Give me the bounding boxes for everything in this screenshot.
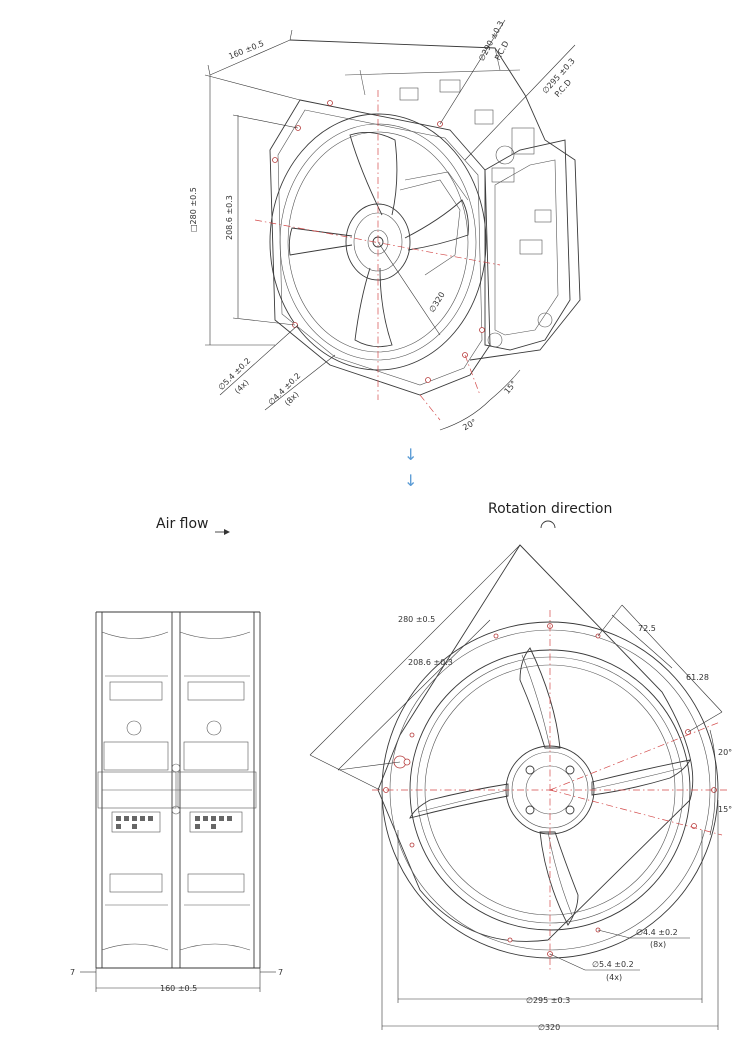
iso-hole-large-count: (4x) bbox=[233, 378, 251, 396]
front-dim-72-5: 72.5 bbox=[638, 624, 656, 633]
rotation-direction-label: Rotation direction bbox=[488, 501, 612, 517]
iso-pcd290-note: P.C.D bbox=[493, 40, 511, 62]
side-offset-left: 7 bbox=[70, 968, 75, 977]
front-hole-small-count: (8x) bbox=[650, 940, 666, 949]
isometric-view: 160 ±0.5 □280 ±0.5 208.6 ±0.3 ∅290 ±0.3 … bbox=[189, 19, 581, 432]
iso-rear-housing bbox=[289, 39, 581, 361]
side-view: Air flow bbox=[70, 516, 283, 993]
flow-arrow-2: ↓ bbox=[404, 471, 417, 490]
iso-front-frame bbox=[269, 99, 491, 396]
iso-depth-label: 160 ±0.5 bbox=[227, 39, 265, 61]
front-dim-61-28: 61.28 bbox=[686, 673, 709, 682]
rotation-arrow-icon bbox=[540, 520, 556, 529]
side-housing-details bbox=[97, 631, 257, 951]
iso-angle15-label: 15° bbox=[502, 379, 518, 396]
iso-pitch-label: 208.6 ±0.3 bbox=[225, 195, 234, 240]
iso-mounting-holes bbox=[272, 100, 485, 383]
front-view: Rotation direction bbox=[309, 501, 732, 1032]
front-hub-bolts bbox=[525, 765, 575, 815]
front-angle-15: 15° bbox=[718, 805, 732, 814]
front-mounting-holes bbox=[383, 623, 717, 957]
front-pitch-label: 208.6 ±0.3 bbox=[408, 658, 453, 667]
iso-connectors bbox=[399, 79, 553, 348]
iso-square-label: □280 ±0.5 bbox=[189, 187, 198, 232]
flow-arrow-1: ↓ bbox=[404, 445, 417, 464]
iso-dia320-label: ∅320 bbox=[427, 290, 446, 314]
front-dia320-label: ∅320 bbox=[538, 1023, 560, 1032]
front-dia295-label: ∅295 ±0.3 bbox=[526, 996, 570, 1005]
front-square-frame bbox=[377, 544, 694, 942]
front-square-label: 280 ±0.5 bbox=[398, 615, 435, 624]
front-hole-small-label: ∅4.4 ±0.2 bbox=[636, 928, 678, 937]
side-depth-label: 160 ±0.5 bbox=[160, 984, 197, 993]
front-angle-20: 20° bbox=[718, 748, 732, 757]
front-hole-large-label: ∅5.4 ±0.2 bbox=[592, 960, 634, 969]
side-offset-right: 7 bbox=[278, 968, 283, 977]
flow-down-arrows: ↓ ↓ bbox=[404, 445, 417, 490]
air-flow-label: Air flow bbox=[156, 516, 209, 532]
front-hole-large-count: (4x) bbox=[606, 973, 622, 982]
iso-second-stage bbox=[484, 139, 571, 351]
